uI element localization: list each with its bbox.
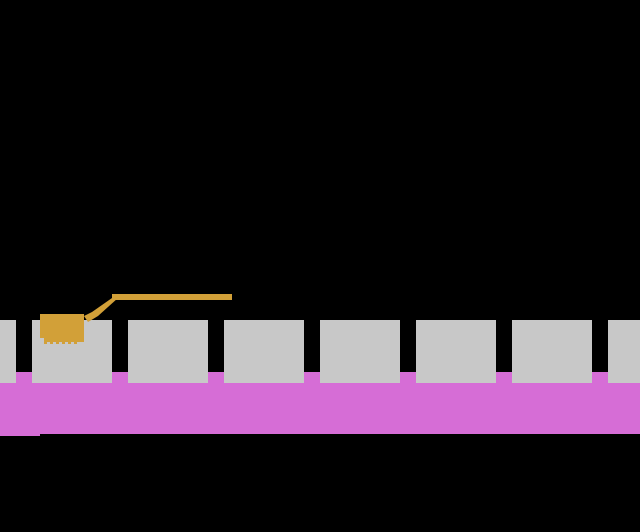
creature-foot <box>74 338 77 344</box>
stone-block <box>0 320 16 383</box>
creature-foot <box>56 338 59 344</box>
creature-foot <box>68 338 71 344</box>
yellow-creature-with-long-arm-icon <box>40 294 232 344</box>
creature-foot <box>80 338 83 342</box>
stone-block <box>608 320 640 383</box>
creature-foot <box>62 338 65 344</box>
stone-block <box>128 320 208 383</box>
creature-head <box>44 320 84 342</box>
creature-foot <box>50 338 53 344</box>
creature-foot <box>44 338 47 344</box>
stone-block <box>320 320 400 383</box>
creature-arm-diagonal <box>84 298 118 322</box>
ground-notch <box>0 432 40 436</box>
stone-block <box>416 320 496 383</box>
stone-block <box>224 320 304 383</box>
creature-arm-extended <box>112 294 232 300</box>
stone-block <box>512 320 592 383</box>
